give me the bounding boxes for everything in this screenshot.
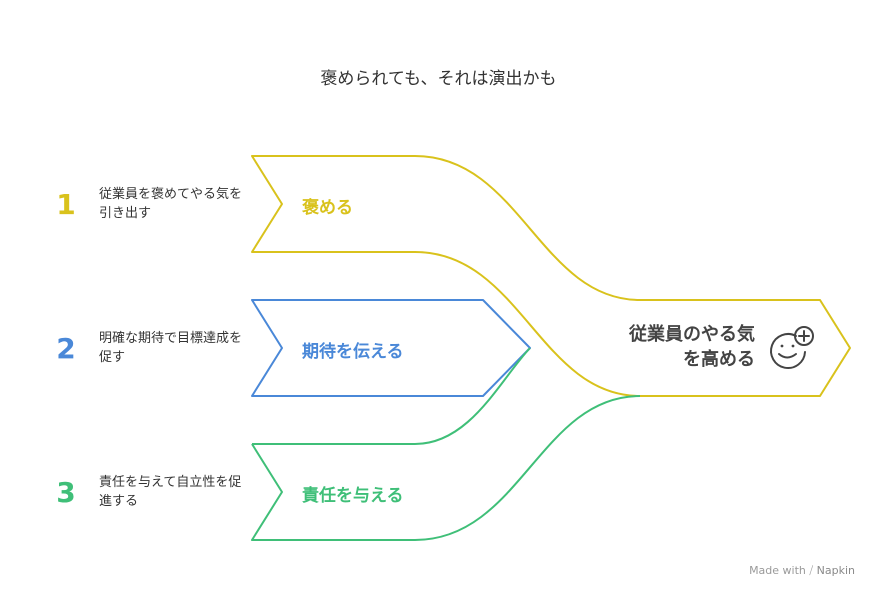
smiley-plus-icon: [770, 326, 814, 369]
step-1-number: 1: [56, 188, 76, 221]
step-2-description: 明確な期待で目標達成を促す: [99, 331, 243, 365]
step-2-label: 期待を伝える: [302, 342, 404, 362]
result-text: 従業員のやる気 を高める: [590, 322, 755, 372]
step-3-description: 責任を与えて自立性を促進する: [99, 475, 242, 509]
step-2-arrow: [251, 299, 531, 397]
diagram-title: 褒められても、それは演出かも: [320, 69, 557, 89]
napkin-brand: Napkin: [816, 564, 855, 577]
step-3-number: 3: [56, 476, 76, 509]
made-with-text: Made with: [749, 564, 806, 577]
result-line-2: を高める: [683, 349, 755, 370]
step-3-label: 責任を与える: [302, 486, 404, 506]
step-3-arrow: [251, 347, 641, 541]
napkin-logo-icon: ⧸: [809, 564, 814, 577]
step-1-description: 従業員を褒めてやる気を引き出す: [99, 187, 243, 221]
result-line-1: 従業員のやる気: [629, 324, 755, 345]
step-2-number: 2: [56, 332, 76, 365]
step-1-label: 褒める: [302, 198, 353, 218]
made-with-napkin[interactable]: Made with ⧸ Napkin: [749, 564, 855, 578]
step-1-arrow: [251, 155, 851, 397]
